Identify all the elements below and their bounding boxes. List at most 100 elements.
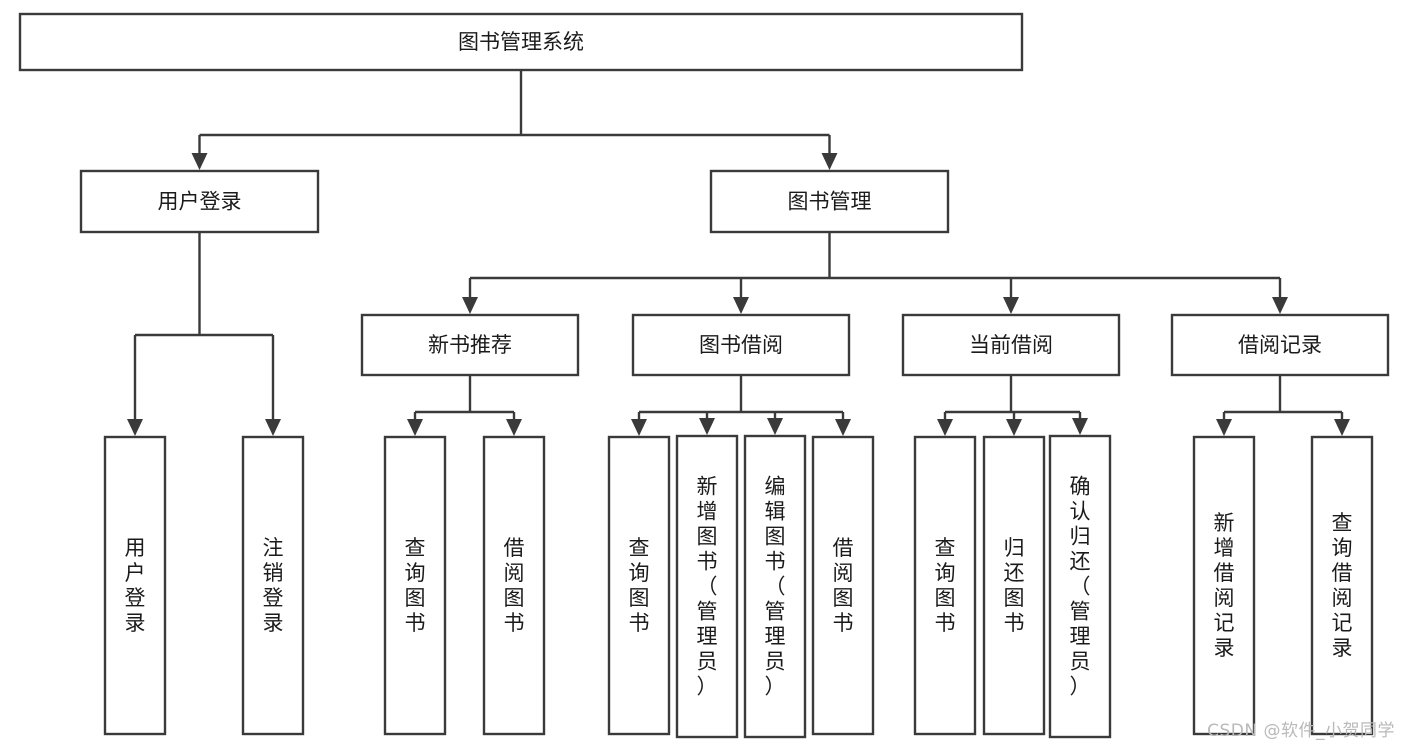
label-char: 增	[1214, 536, 1235, 560]
arrow-head-icon	[265, 419, 281, 436]
node-label-leaf-query-book-1: 查询图书	[405, 536, 426, 635]
node-leaf-return-book[interactable]: 归还图书	[982, 435, 1046, 736]
node-leaf-add-book-admin[interactable]: 新增图书（管理员）	[675, 434, 739, 739]
node-book-borrow[interactable]: 图书借阅	[631, 313, 851, 377]
arrow-head-icon	[407, 419, 423, 436]
node-box-leaf-query-book-3[interactable]	[913, 435, 977, 736]
node-box-leaf-user-login[interactable]	[103, 435, 167, 736]
node-user-login[interactable]: 用户登录	[79, 169, 320, 234]
arrow-head-icon	[767, 418, 783, 435]
node-book-manage[interactable]: 图书管理	[709, 169, 950, 234]
label-char: ）	[765, 675, 786, 699]
node-borrow-record[interactable]: 借阅记录	[1170, 313, 1390, 377]
label-char: 理	[697, 625, 718, 649]
label-char: 归	[1070, 525, 1091, 549]
label-char: 借	[1332, 561, 1353, 585]
arrow-head-icon	[699, 418, 715, 435]
node-label-leaf-query-book-2: 查询图书	[629, 536, 650, 635]
node-leaf-query-book-1[interactable]: 查询图书	[383, 435, 447, 736]
arrow-head-icon	[506, 419, 522, 436]
node-leaf-user-login[interactable]: 用户登录	[103, 435, 167, 736]
node-leaf-query-borrow-record[interactable]: 查询借阅记录	[1310, 435, 1374, 736]
node-new-book-recommend[interactable]: 新书推荐	[360, 313, 580, 377]
node-box-user-login[interactable]	[79, 169, 320, 234]
label-char: （	[765, 575, 786, 599]
label-char: 员	[1070, 650, 1091, 674]
label-char: 书	[504, 611, 525, 635]
label-char: 借	[833, 536, 854, 560]
node-box-leaf-borrow-book-2[interactable]	[811, 435, 875, 736]
label-char: 理	[1070, 625, 1091, 649]
node-label-root: 图书管理系统	[458, 30, 584, 54]
label-char: 书	[1004, 611, 1025, 635]
node-box-leaf-add-book-admin[interactable]	[675, 434, 739, 739]
label-char: 管	[697, 600, 718, 624]
label-char: 管	[1070, 600, 1091, 624]
node-leaf-query-book-3[interactable]: 查询图书	[913, 435, 977, 736]
label-char: 询	[1332, 536, 1353, 560]
label-char: 借	[1214, 561, 1235, 585]
node-current-borrow[interactable]: 当前借阅	[901, 313, 1121, 377]
connectors-layer	[127, 70, 1350, 436]
arrow-head-icon	[733, 297, 749, 314]
node-box-leaf-edit-book-admin[interactable]	[743, 434, 807, 739]
node-box-leaf-return-book[interactable]	[982, 435, 1046, 736]
node-label-borrow-record: 借阅记录	[1238, 333, 1322, 357]
label-char: 还	[1004, 561, 1025, 585]
node-box-leaf-borrow-book-1[interactable]	[482, 435, 546, 736]
arrow-head-icon	[835, 419, 851, 436]
node-leaf-confirm-return-admin[interactable]: 确认归还（管理员）	[1048, 434, 1112, 739]
node-box-leaf-add-borrow-record[interactable]	[1192, 435, 1256, 736]
node-box-book-manage[interactable]	[709, 169, 950, 234]
node-box-leaf-query-book-1[interactable]	[383, 435, 447, 736]
node-label-leaf-return-book: 归还图书	[1004, 536, 1025, 635]
arrow-head-icon	[1006, 419, 1022, 436]
label-char: 录	[263, 611, 284, 635]
node-box-borrow-record[interactable]	[1170, 313, 1390, 377]
node-label-book-manage: 图书管理	[788, 190, 872, 214]
label-char: 图	[1004, 586, 1025, 610]
label-char: 书	[935, 611, 956, 635]
label-char: 查	[405, 536, 426, 560]
csdn-watermark: CSDN @软件_小贺同学	[1207, 721, 1395, 741]
node-leaf-borrow-book-1[interactable]: 借阅图书	[482, 435, 546, 736]
label-char: 增	[697, 500, 718, 524]
label-char: 查	[629, 536, 650, 560]
label-char: ）	[697, 675, 718, 699]
label-char: 户	[125, 561, 146, 585]
node-leaf-borrow-book-2[interactable]: 借阅图书	[811, 435, 875, 736]
label-char: 用	[125, 536, 146, 560]
node-box-new-book-recommend[interactable]	[360, 313, 580, 377]
label-char: 确	[1070, 475, 1091, 499]
node-label-leaf-add-book-admin: 新增图书（管理员）	[697, 475, 718, 699]
node-box-book-borrow[interactable]	[631, 313, 851, 377]
label-char: 登	[125, 586, 146, 610]
label-char: 员	[697, 650, 718, 674]
node-box-leaf-query-book-2[interactable]	[607, 435, 671, 736]
node-leaf-add-borrow-record[interactable]: 新增借阅记录	[1192, 435, 1256, 736]
node-box-leaf-query-borrow-record[interactable]	[1310, 435, 1374, 736]
node-box-current-borrow[interactable]	[901, 313, 1121, 377]
label-char: 阅	[1332, 586, 1353, 610]
arrow-head-icon	[191, 153, 208, 170]
node-root[interactable]: 图书管理系统	[18, 12, 1024, 72]
node-box-leaf-logout-login[interactable]	[241, 435, 305, 736]
node-box-leaf-confirm-return-admin[interactable]	[1048, 434, 1112, 739]
label-char: 记	[1214, 611, 1235, 635]
arrow-head-icon	[937, 419, 953, 436]
label-char: 查	[935, 536, 956, 560]
node-box-root[interactable]	[18, 12, 1024, 72]
nodes-layer: 图书管理系统用户登录图书管理新书推荐图书借阅当前借阅借阅记录用户登录注销登录查询…	[18, 12, 1390, 739]
label-char: 销	[263, 561, 284, 585]
label-char: 录	[1332, 636, 1353, 660]
label-char: ）	[1070, 675, 1091, 699]
node-leaf-logout-login[interactable]: 注销登录	[241, 435, 305, 736]
node-label-leaf-user-login: 用户登录	[125, 536, 146, 635]
node-label-leaf-edit-book-admin: 编辑图书（管理员）	[765, 475, 786, 699]
node-leaf-edit-book-admin[interactable]: 编辑图书（管理员）	[743, 434, 807, 739]
arrow-head-icon	[1216, 419, 1232, 436]
node-label-user-login: 用户登录	[158, 190, 242, 214]
arrow-head-icon	[1003, 297, 1019, 314]
node-leaf-query-book-2[interactable]: 查询图书	[607, 435, 671, 736]
